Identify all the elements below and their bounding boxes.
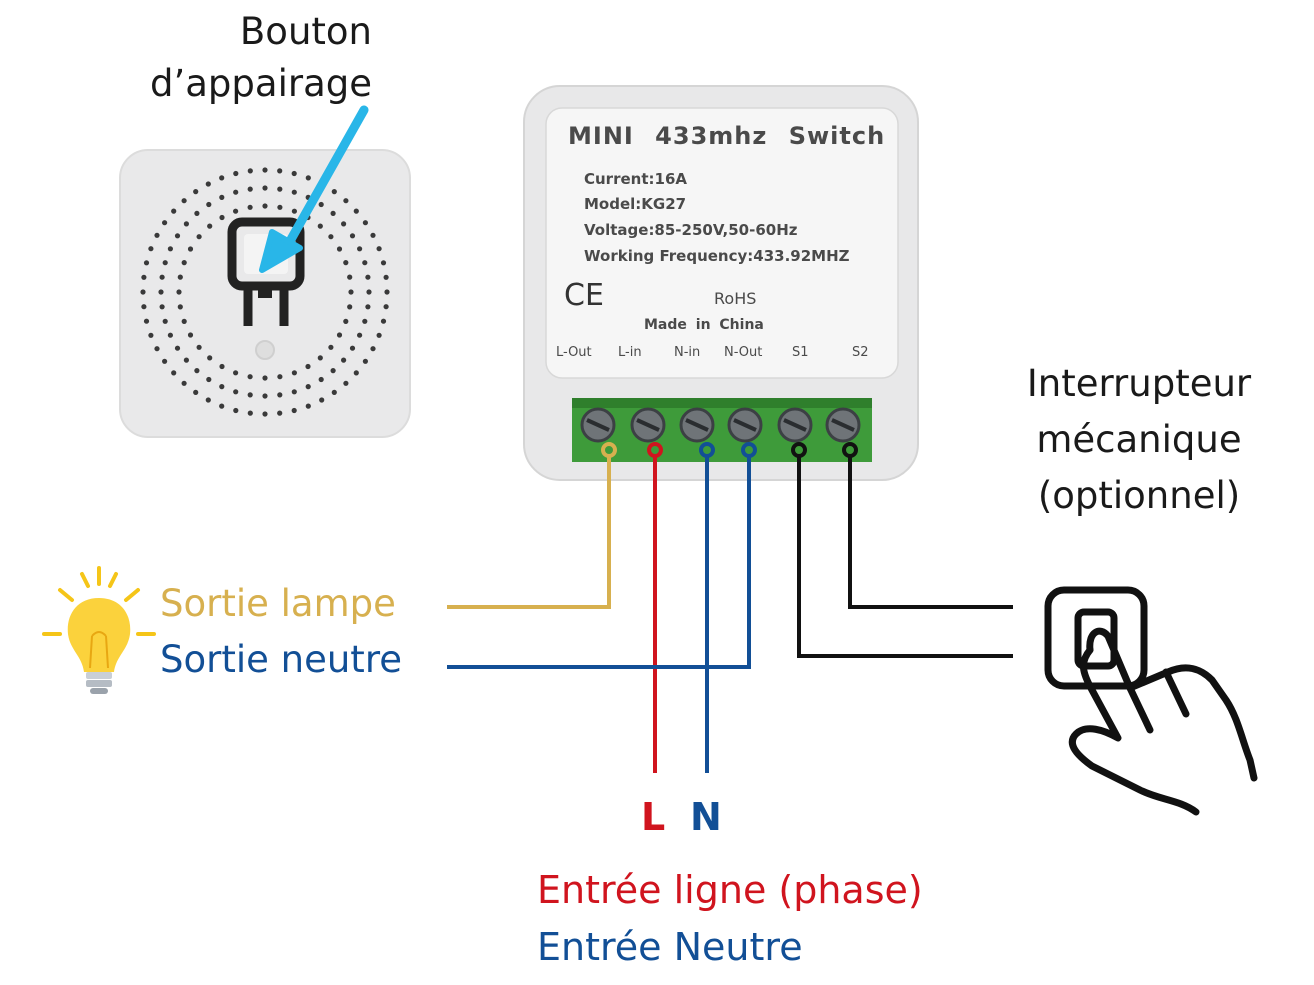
neutral-output-wire [447, 450, 751, 669]
wires [447, 442, 1013, 773]
terminal-label-l-out: L-Out [556, 345, 592, 360]
switch-module [523, 85, 919, 481]
neutral-input-label: Entrée Neutre [537, 925, 803, 969]
line-terminal-letter: L [641, 795, 666, 839]
terminal-screws [580, 407, 861, 443]
terminal-label-n-in: N-in [674, 345, 701, 360]
terminal-block [572, 398, 872, 462]
lamp-output-label: Sortie lampe [160, 582, 396, 625]
neutral-output-label: Sortie neutre [160, 638, 402, 681]
device-back-view [119, 149, 411, 438]
device-title: MINI 433mhz Switch [568, 122, 886, 150]
hand-pressing-switch-icon [1044, 586, 1258, 816]
rohs-mark: RoHS [714, 289, 757, 308]
lamp-output-wire [447, 450, 611, 609]
switch-label-line1: Interrupteur [1026, 362, 1252, 405]
switch-label-line2: mécanique [1036, 418, 1242, 461]
speaker-holes [140, 167, 390, 417]
switch-wire-s2 [848, 450, 1013, 609]
device-spec-current: Current:16A [584, 170, 687, 188]
pairing-label-line1: Bouton [239, 10, 372, 53]
status-led [255, 340, 275, 360]
light-bulb-icon [42, 566, 156, 694]
neutral-terminal-letter: N [690, 795, 722, 839]
switch-wire-s1 [797, 450, 1013, 658]
device-spec-model: Model:KG27 [584, 195, 687, 213]
pairing-label-line2: d’appairage [150, 62, 372, 105]
made-in-label: Made in China [644, 317, 764, 333]
pairing-arrow-icon [259, 105, 369, 273]
device-spec-voltage: Voltage:85-250V,50-60Hz [584, 221, 798, 239]
terminal-label-l-in: L-in [618, 345, 642, 360]
switch-label-line3: (optionnel) [1037, 474, 1241, 517]
terminal-label-s2: S2 [852, 345, 869, 360]
device-spec-frequency: Working Frequency:433.92MHZ [584, 247, 850, 265]
terminal-label-n-out: N-Out [724, 345, 763, 360]
line-input-label: Entrée ligne (phase) [537, 868, 923, 912]
ce-mark: CE [564, 278, 604, 313]
terminal-label-s1: S1 [792, 345, 809, 360]
